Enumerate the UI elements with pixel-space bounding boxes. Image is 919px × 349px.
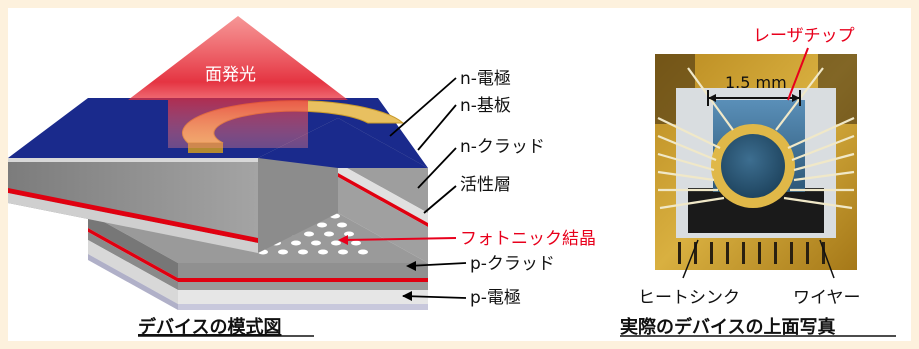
lower-slab	[88, 213, 428, 310]
p-electrode-layer	[88, 254, 178, 310]
active-layer-front	[88, 228, 178, 282]
label-p-clad: p-クラッド	[470, 254, 555, 274]
device-schematic: 面発光 n-電極 n-基板 n-クラッド 活性層 フォトニック結晶 p-クラッド…	[8, 16, 596, 338]
surface-emission-arrow	[128, 16, 348, 148]
label-heatsink: ヒートシンク	[638, 288, 740, 308]
figure-panel: 面発光 n-電極 n-基板 n-クラッド 活性層 フォトニック結晶 p-クラッド…	[8, 8, 911, 341]
photonic-crystal-leader	[343, 237, 457, 241]
label-p-electrode: p-電極	[470, 288, 521, 308]
scale-label: 1.5 mm	[725, 73, 787, 92]
bottom-pins	[678, 242, 825, 264]
caption-photo: 実際のデバイスの上面写真	[620, 316, 835, 338]
p-clad-layer	[88, 240, 178, 304]
label-n-clad: n-クラッド	[460, 137, 545, 157]
upper-block	[8, 98, 428, 263]
surface-emission-label: 面発光	[205, 65, 256, 85]
label-n-electrode: n-電極	[460, 69, 511, 89]
label-photonic-crystal: フォトニック結晶	[460, 229, 596, 249]
device-photo: 1.5 mm レーザチップ ヒートシンク ワイヤー 実際のデバイスの上面写真	[620, 26, 896, 338]
label-n-substrate: n-基板	[460, 96, 511, 116]
label-active-layer: 活性層	[460, 175, 511, 195]
label-wire: ワイヤー	[793, 288, 861, 308]
caption-schematic: デバイスの模式図	[138, 316, 281, 338]
label-laser-chip: レーザチップ	[753, 26, 855, 46]
laser-chip-leader	[787, 47, 809, 101]
leader-lines	[389, 77, 467, 299]
